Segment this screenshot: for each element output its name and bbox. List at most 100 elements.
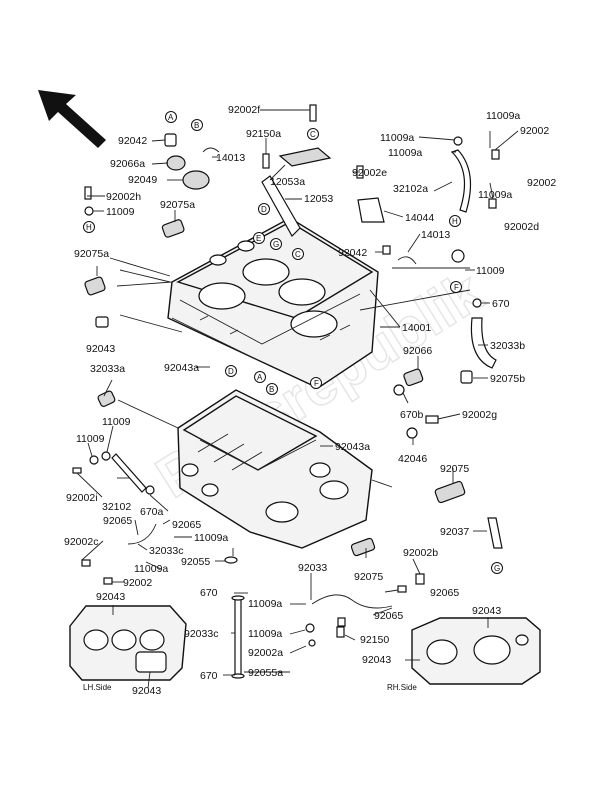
part-label: 11009 (106, 206, 135, 218)
svg-text:C: C (295, 250, 301, 259)
part-label: 92002e (352, 167, 387, 179)
part-label: 670 (492, 298, 510, 310)
part-label: 92002h (106, 191, 141, 203)
part-label: 92002d (504, 221, 539, 233)
part-label: 92002f (228, 104, 260, 116)
svg-text:C: C (310, 130, 316, 139)
part-label: 92049 (128, 174, 157, 186)
reference-bubbles: A B H C D E G C H F A B F D G (83, 111, 503, 574)
ref-bubble-g: G (270, 238, 282, 250)
part-label: 92042 (118, 135, 147, 147)
part-label: 92002g (462, 409, 497, 421)
ref-bubble-b-mid: B (266, 383, 278, 395)
lower-crankcase (177, 389, 373, 549)
lh-side-label: LH.Side (83, 683, 112, 692)
svg-text:B: B (194, 121, 199, 130)
part-label: 92150 (360, 634, 389, 646)
part-label: 92002 (520, 125, 549, 137)
part-label: 42046 (398, 453, 427, 465)
part-label: 11009a (486, 110, 520, 122)
part-label: 92043 (86, 343, 115, 355)
part-label: 92150a (246, 128, 281, 140)
part-label: 11009a (134, 563, 168, 575)
ref-bubble-f-right: F (450, 281, 462, 293)
part-label: 92037 (440, 526, 469, 538)
part-label: 32033b (490, 340, 525, 352)
rh-side-inset: RH.Side (387, 617, 541, 692)
svg-text:H: H (86, 223, 92, 232)
svg-text:E: E (256, 234, 261, 243)
ref-bubble-e: E (253, 232, 265, 244)
part-label: 11009a (248, 628, 282, 640)
part-label: 32102a (393, 183, 428, 195)
part-label: 14013 (421, 229, 450, 241)
part-label: 92065 (172, 519, 201, 531)
part-label: 92042 (338, 247, 367, 259)
part-label: 670 (200, 587, 218, 599)
part-label: 92075a (74, 248, 109, 260)
part-label: 11009a (478, 189, 512, 201)
part-label: 92043 (472, 605, 501, 617)
ref-bubble-a-top: A (165, 111, 177, 123)
part-label: 92075b (490, 373, 525, 385)
upper-crankcase (167, 217, 379, 389)
part-label: 14044 (405, 212, 434, 224)
svg-text:D: D (261, 205, 267, 214)
ref-bubble-d-mid: D (225, 365, 237, 377)
part-label: 92043a (335, 441, 370, 453)
part-label: 92033c (184, 628, 218, 640)
part-label: 11009 (76, 433, 105, 445)
part-label: 92065 (374, 610, 403, 622)
part-label: 14013 (216, 152, 245, 164)
part-label: 32033c (149, 545, 183, 557)
part-label: 92033 (298, 562, 327, 574)
front-direction-arrow-icon (38, 90, 106, 148)
part-label: 670b (400, 409, 424, 421)
ref-bubble-h-right: H (449, 215, 461, 227)
part-label: 11009a (194, 532, 228, 544)
ref-bubble-c-mid: C (292, 248, 304, 260)
part-label: 92043a (164, 362, 199, 374)
part-label: 92002i (66, 492, 98, 504)
part-label: 92075 (354, 571, 383, 583)
rh-side-label: RH.Side (387, 683, 417, 692)
leader-lines (76, 109, 519, 689)
part-label: 11009 (476, 265, 505, 277)
part-label: 92002a (248, 647, 283, 659)
part-label: 670 (200, 670, 218, 682)
ref-bubble-b-top: B (191, 119, 203, 131)
part-label: 12053 (304, 193, 333, 205)
part-label: 12053a (270, 176, 305, 188)
ref-bubble-a-mid: A (254, 371, 266, 383)
svg-text:F: F (454, 283, 459, 292)
part-label: 92065 (430, 587, 459, 599)
ref-bubble-h-left: H (83, 221, 95, 233)
part-label: 14001 (402, 322, 431, 334)
part-label: 92002b (403, 547, 438, 559)
part-labels: 92042 92066a 92049 14013 92002h 11009 92… (64, 104, 556, 697)
ref-bubble-d-top: D (258, 203, 270, 215)
part-label: 32033a (90, 363, 125, 375)
part-label: 92065 (103, 515, 132, 527)
part-label: 11009a (388, 147, 422, 159)
part-label: 670a (140, 506, 164, 518)
svg-text:H: H (452, 217, 458, 226)
part-label: 11009a (248, 598, 282, 610)
svg-text:G: G (273, 240, 279, 249)
part-label: 92043 (96, 591, 125, 603)
svg-text:A: A (257, 373, 263, 382)
svg-text:D: D (228, 367, 234, 376)
part-label: 92002 (123, 577, 152, 589)
svg-text:G: G (494, 564, 500, 573)
ref-bubble-g-bottom: G (491, 562, 503, 574)
lh-side-inset: LH.Side (69, 605, 187, 692)
part-label: 92075 (440, 463, 469, 475)
svg-text:B: B (269, 385, 274, 394)
part-label: 92055 (181, 556, 210, 568)
part-label: 11009a (380, 132, 414, 144)
part-label: 92002c (64, 536, 98, 548)
svg-text:F: F (314, 379, 319, 388)
part-label: 92043 (362, 654, 391, 666)
ref-bubble-f-mid: F (310, 377, 322, 389)
